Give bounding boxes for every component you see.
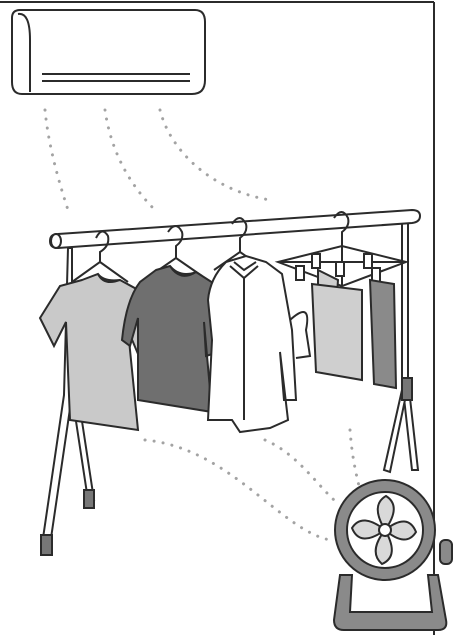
rack-foot-left-back xyxy=(84,490,94,508)
fan-knob xyxy=(440,540,452,564)
sock-hanger-icon xyxy=(278,246,406,388)
sock-icon xyxy=(370,280,396,388)
air-conditioner-icon xyxy=(12,10,205,94)
rack-top-bar xyxy=(50,210,420,248)
fan-stand xyxy=(334,575,446,630)
fan-airflow-lines xyxy=(145,430,360,540)
rack-leg-right-sleeve xyxy=(402,378,412,400)
ac-airflow-lines xyxy=(45,110,270,210)
rack-foot-left-front xyxy=(41,535,52,555)
white-shirt-icon xyxy=(208,256,310,432)
sock-icon xyxy=(312,284,362,380)
